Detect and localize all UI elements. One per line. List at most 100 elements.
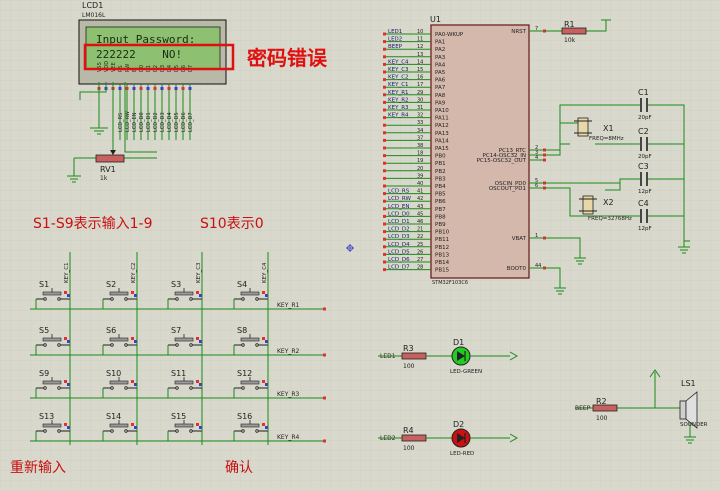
keypad-switch-s15[interactable]: S15 xyxy=(167,412,203,441)
mcu-pin-number: 4 xyxy=(535,155,538,161)
keypad-switch-s5[interactable]: S5 xyxy=(35,326,71,355)
keypad-switch-s8[interactable]: S8 xyxy=(233,326,269,355)
mcu-pin-name: PB10 xyxy=(435,230,450,236)
mcu-pin-name: PB4 xyxy=(435,184,446,190)
resistor-ref: R3 xyxy=(403,344,414,353)
mcu-pin-marker xyxy=(383,184,386,188)
r1-ref: R1 xyxy=(564,20,575,29)
mcu-pin-marker xyxy=(383,237,386,241)
keypad-switch-s12[interactable]: S12 xyxy=(233,369,269,398)
mcu-net-label: KEY_C3 xyxy=(388,67,409,73)
mcu-pin-name: PB11 xyxy=(435,237,449,243)
lcd-line-1: Input Password: xyxy=(96,33,195,46)
buzzer-circuit[interactable]: BEEP R2 100 LS1 SOUNDER xyxy=(575,369,708,444)
mcu-pin-name: BOOT0 xyxy=(507,266,527,272)
switch-label: S2 xyxy=(106,280,116,289)
buzzer-net-label: BEEP xyxy=(575,405,591,412)
crystal-x2[interactable]: X2 FREQ=32768Hz xyxy=(579,195,632,222)
mcu-pin-number: 13 xyxy=(417,52,423,58)
mcu-pin-marker xyxy=(383,161,386,165)
keypad-switch-s13[interactable]: S13 xyxy=(35,412,71,441)
keypad-switch-s7[interactable]: S7 xyxy=(167,326,203,355)
mcu-pin-name: PB2 xyxy=(435,169,446,175)
cap-value: 12pF xyxy=(638,189,652,195)
mcu-pin-number: 29 xyxy=(417,90,423,96)
confirm-annotation: 确认 xyxy=(225,460,253,476)
resistor-value: 100 xyxy=(403,445,415,452)
mcu-pin-number: 31 xyxy=(417,105,423,111)
power-arrow-icon xyxy=(509,351,519,361)
mcu-pin-number: 3 xyxy=(535,150,538,156)
mcu-pin-marker xyxy=(383,230,386,234)
lcd-wire-label: LCD_D0 xyxy=(139,112,145,132)
mcu-net-label: LCD_D1 xyxy=(388,219,410,225)
mcu-pin-marker xyxy=(383,123,386,127)
mcu-pin-number: 41 xyxy=(417,189,423,195)
power-arrow-icon xyxy=(509,433,519,443)
resistor-r1[interactable]: R1 10k xyxy=(561,20,587,44)
keypad-switch-s11[interactable]: S11 xyxy=(167,369,203,398)
lcd-wire-label: LCD_D4 xyxy=(167,112,173,132)
crystal-x1[interactable]: X1 FREQ=8MHz xyxy=(574,117,624,142)
led-circuit-d2[interactable]: LED2R4100D2LED-RED xyxy=(378,420,519,457)
switch-label: S7 xyxy=(171,326,181,335)
keypad-switch-s10[interactable]: S10 xyxy=(102,369,138,398)
resistor-ref: R4 xyxy=(403,426,414,435)
keypad-switch-s16[interactable]: S16 xyxy=(233,412,269,441)
mcu-net-label: LCD_D3 xyxy=(388,234,410,240)
lcd-pin-marker xyxy=(146,87,150,90)
mcu-pin-marker xyxy=(383,55,386,59)
mcu-pin-name: PA1 xyxy=(435,40,445,46)
r2-ref: R2 xyxy=(596,397,607,406)
mcu-pin-name: VBAT xyxy=(512,236,527,242)
mcu-net-label: KEY_C1 xyxy=(388,82,409,88)
switch-label: S14 xyxy=(106,412,121,421)
lcd-pin-label: E xyxy=(132,69,138,72)
mcu-pin-number: 46 xyxy=(417,219,423,225)
mcu-pin-number: 7 xyxy=(535,26,538,32)
keypad-switch-s4[interactable]: S4 xyxy=(233,280,269,309)
keypad-switch-s9[interactable]: S9 xyxy=(35,369,71,398)
mcu-pin-name: PA11 xyxy=(435,116,449,122)
rv1-value: 1k xyxy=(100,175,108,182)
mcu-pin-name: PB14 xyxy=(435,260,450,266)
mcu-pin-marker xyxy=(383,47,386,51)
keypad-switch-s1[interactable]: S1 xyxy=(35,280,71,309)
led-circuit-d1[interactable]: LED1R3100D1LED-GREEN xyxy=(378,338,519,375)
keypad-switch-s3[interactable]: S3 xyxy=(167,280,203,309)
keypad-switch-s6[interactable]: S6 xyxy=(102,326,138,355)
mcu-pin-name: OSCIN_PD0 xyxy=(495,181,527,187)
resistor-r2[interactable] xyxy=(592,404,618,412)
mcu-pin-number: 33 xyxy=(417,120,423,126)
mcu-body xyxy=(430,24,530,279)
led-resistor[interactable] xyxy=(401,434,427,442)
mcu-pin-name: PA7 xyxy=(435,85,446,91)
keypad-switch-s14[interactable]: S14 xyxy=(102,412,138,441)
led-resistor[interactable] xyxy=(401,352,427,360)
sounder-body xyxy=(679,400,687,420)
mcu-pin-number: 22 xyxy=(417,234,423,240)
keypad-switch-s2[interactable]: S2 xyxy=(102,280,138,309)
switch-label: S10 xyxy=(106,369,121,378)
cap-ref: C2 xyxy=(638,127,649,136)
mcu-net-label: LCD_D7 xyxy=(388,265,410,271)
mcu-pin-name: PC13_RTC xyxy=(499,148,526,154)
lcd-wire-label: LCD_EN xyxy=(132,112,138,132)
x1-freq: FREQ=8MHz xyxy=(589,136,624,142)
wire-end-marker xyxy=(323,439,326,443)
wire-end-marker xyxy=(323,396,326,400)
keypad-column-label: KEY_C1 xyxy=(64,262,70,283)
keypad-column-label: KEY_C2 xyxy=(131,262,137,283)
r2-value: 100 xyxy=(596,415,608,422)
rv1-potentiometer[interactable]: RV1 1k xyxy=(95,150,125,182)
cursor-marker xyxy=(346,244,354,252)
x1-ref: X1 xyxy=(603,124,614,133)
mcu-pin-marker xyxy=(383,138,386,142)
